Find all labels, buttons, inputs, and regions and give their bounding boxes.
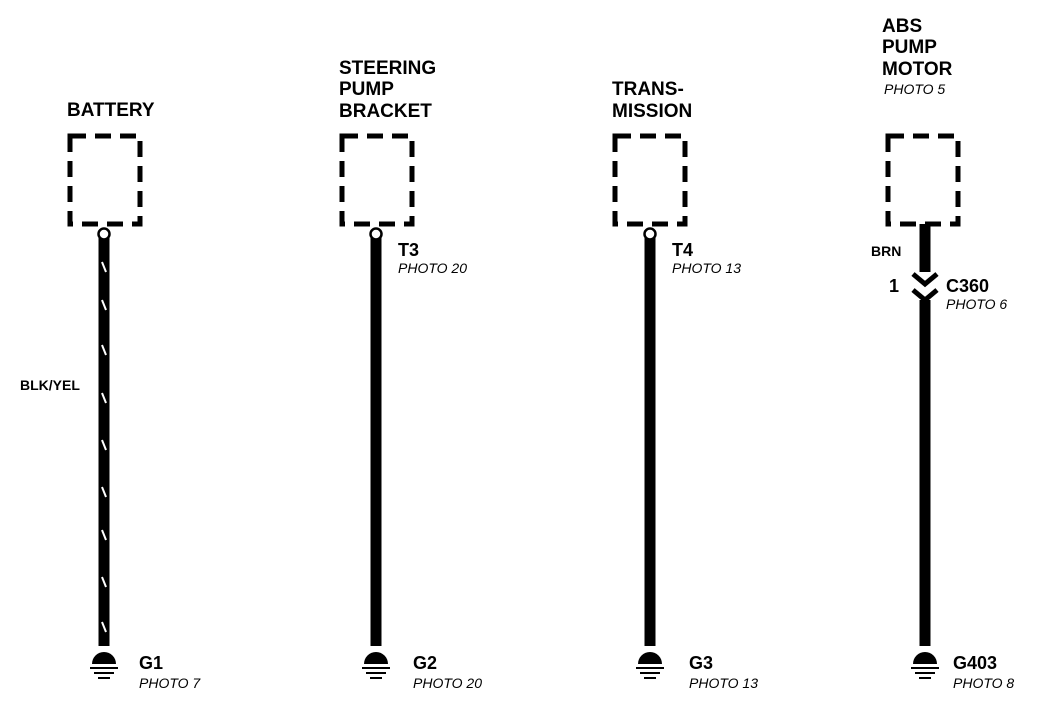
splice-node <box>643 227 657 241</box>
circuit-transmission: TRANS- MISSION T4 PHOTO 13 G3 PHOTO 13 <box>612 79 758 691</box>
circuit-abs-pump-motor: ABS PUMP MOTOR PHOTO 5 BRN 1 C360 PHOTO … <box>871 16 1014 691</box>
ground-id: G2 <box>413 653 437 673</box>
connector-photo-ref: PHOTO 6 <box>946 296 1007 312</box>
component-box-transmission <box>612 133 688 227</box>
ground-symbol-icon <box>90 652 118 679</box>
component-box-battery <box>67 133 143 227</box>
component-label-line-1: STEERING <box>339 58 436 79</box>
ground-symbol-icon <box>911 652 939 679</box>
component-label-line-2: PUMP <box>882 37 937 58</box>
wire-color-label: BRN <box>871 243 901 259</box>
terminal-photo-ref: PHOTO 20 <box>398 260 467 276</box>
ground-id: G403 <box>953 653 997 673</box>
component-label-line-1: TRANS- <box>612 79 684 100</box>
component-label-line-3: MOTOR <box>882 59 953 80</box>
ground-symbol-icon <box>636 652 664 679</box>
splice-node <box>97 227 111 241</box>
wire-color-label: BLK/YEL <box>20 377 80 393</box>
ground-photo-ref: PHOTO 8 <box>953 675 1014 691</box>
component-label-line-2: PUMP <box>339 79 394 100</box>
ground-id: G3 <box>689 653 713 673</box>
terminal-id: T4 <box>672 240 693 260</box>
ground-symbol-icon <box>362 652 390 679</box>
ground-photo-ref: PHOTO 7 <box>139 675 201 691</box>
terminal-id: T3 <box>398 240 419 260</box>
splice-node <box>369 227 383 241</box>
ground-photo-ref: PHOTO 20 <box>413 675 482 691</box>
component-label-line-3: BRACKET <box>339 101 432 122</box>
component-photo-ref: PHOTO 5 <box>884 81 945 97</box>
ground-id: G1 <box>139 653 163 673</box>
terminal-photo-ref: PHOTO 13 <box>672 260 741 276</box>
component-box-abs <box>885 133 961 227</box>
wire-stripe-marks <box>101 261 107 633</box>
ground-photo-ref: PHOTO 13 <box>689 675 758 691</box>
connector-symbol-icon <box>911 272 939 304</box>
connector-id: C360 <box>946 276 989 296</box>
connector-pin: 1 <box>889 276 899 296</box>
circuit-battery: BATTERY BLK/YEL G1 PHOTO 7 <box>20 100 201 691</box>
component-label-line-2: MISSION <box>612 101 692 122</box>
component-box-steering <box>339 133 415 227</box>
component-label-line-1: ABS <box>882 16 922 37</box>
circuit-steering-pump-bracket: STEERING PUMP BRACKET T3 PHOTO 20 G2 PHO… <box>339 58 482 691</box>
component-label-battery: BATTERY <box>67 100 155 121</box>
